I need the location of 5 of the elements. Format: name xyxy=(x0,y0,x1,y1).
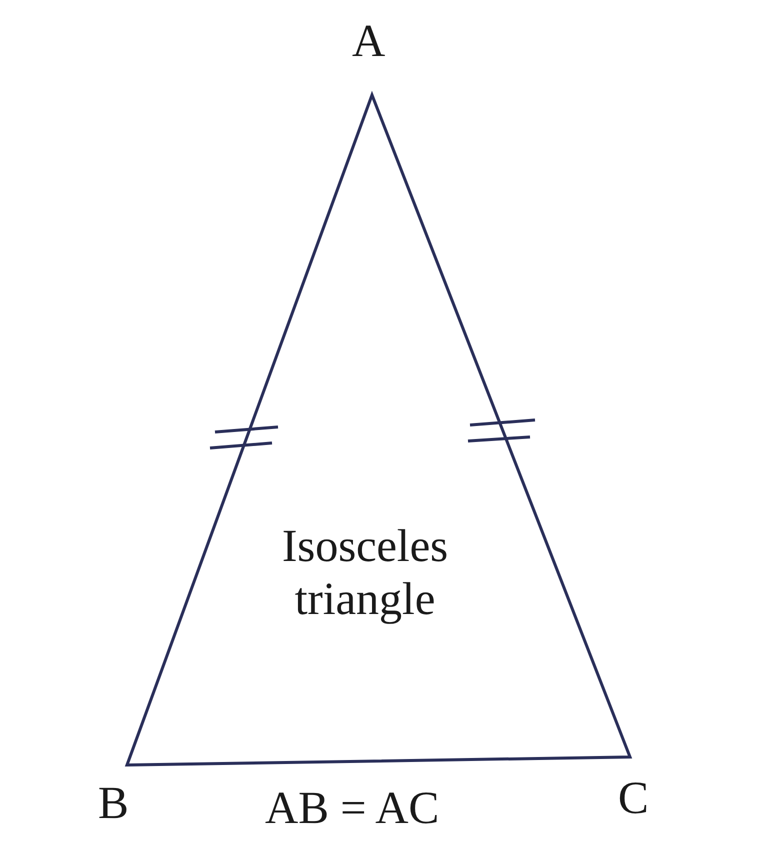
shape-label: Isosceles triangle xyxy=(280,520,450,626)
vertex-label: C xyxy=(618,775,649,821)
vertex-label: A xyxy=(352,18,386,64)
equality-label: AB = AC xyxy=(265,785,440,831)
vertex-label: B xyxy=(98,780,129,826)
